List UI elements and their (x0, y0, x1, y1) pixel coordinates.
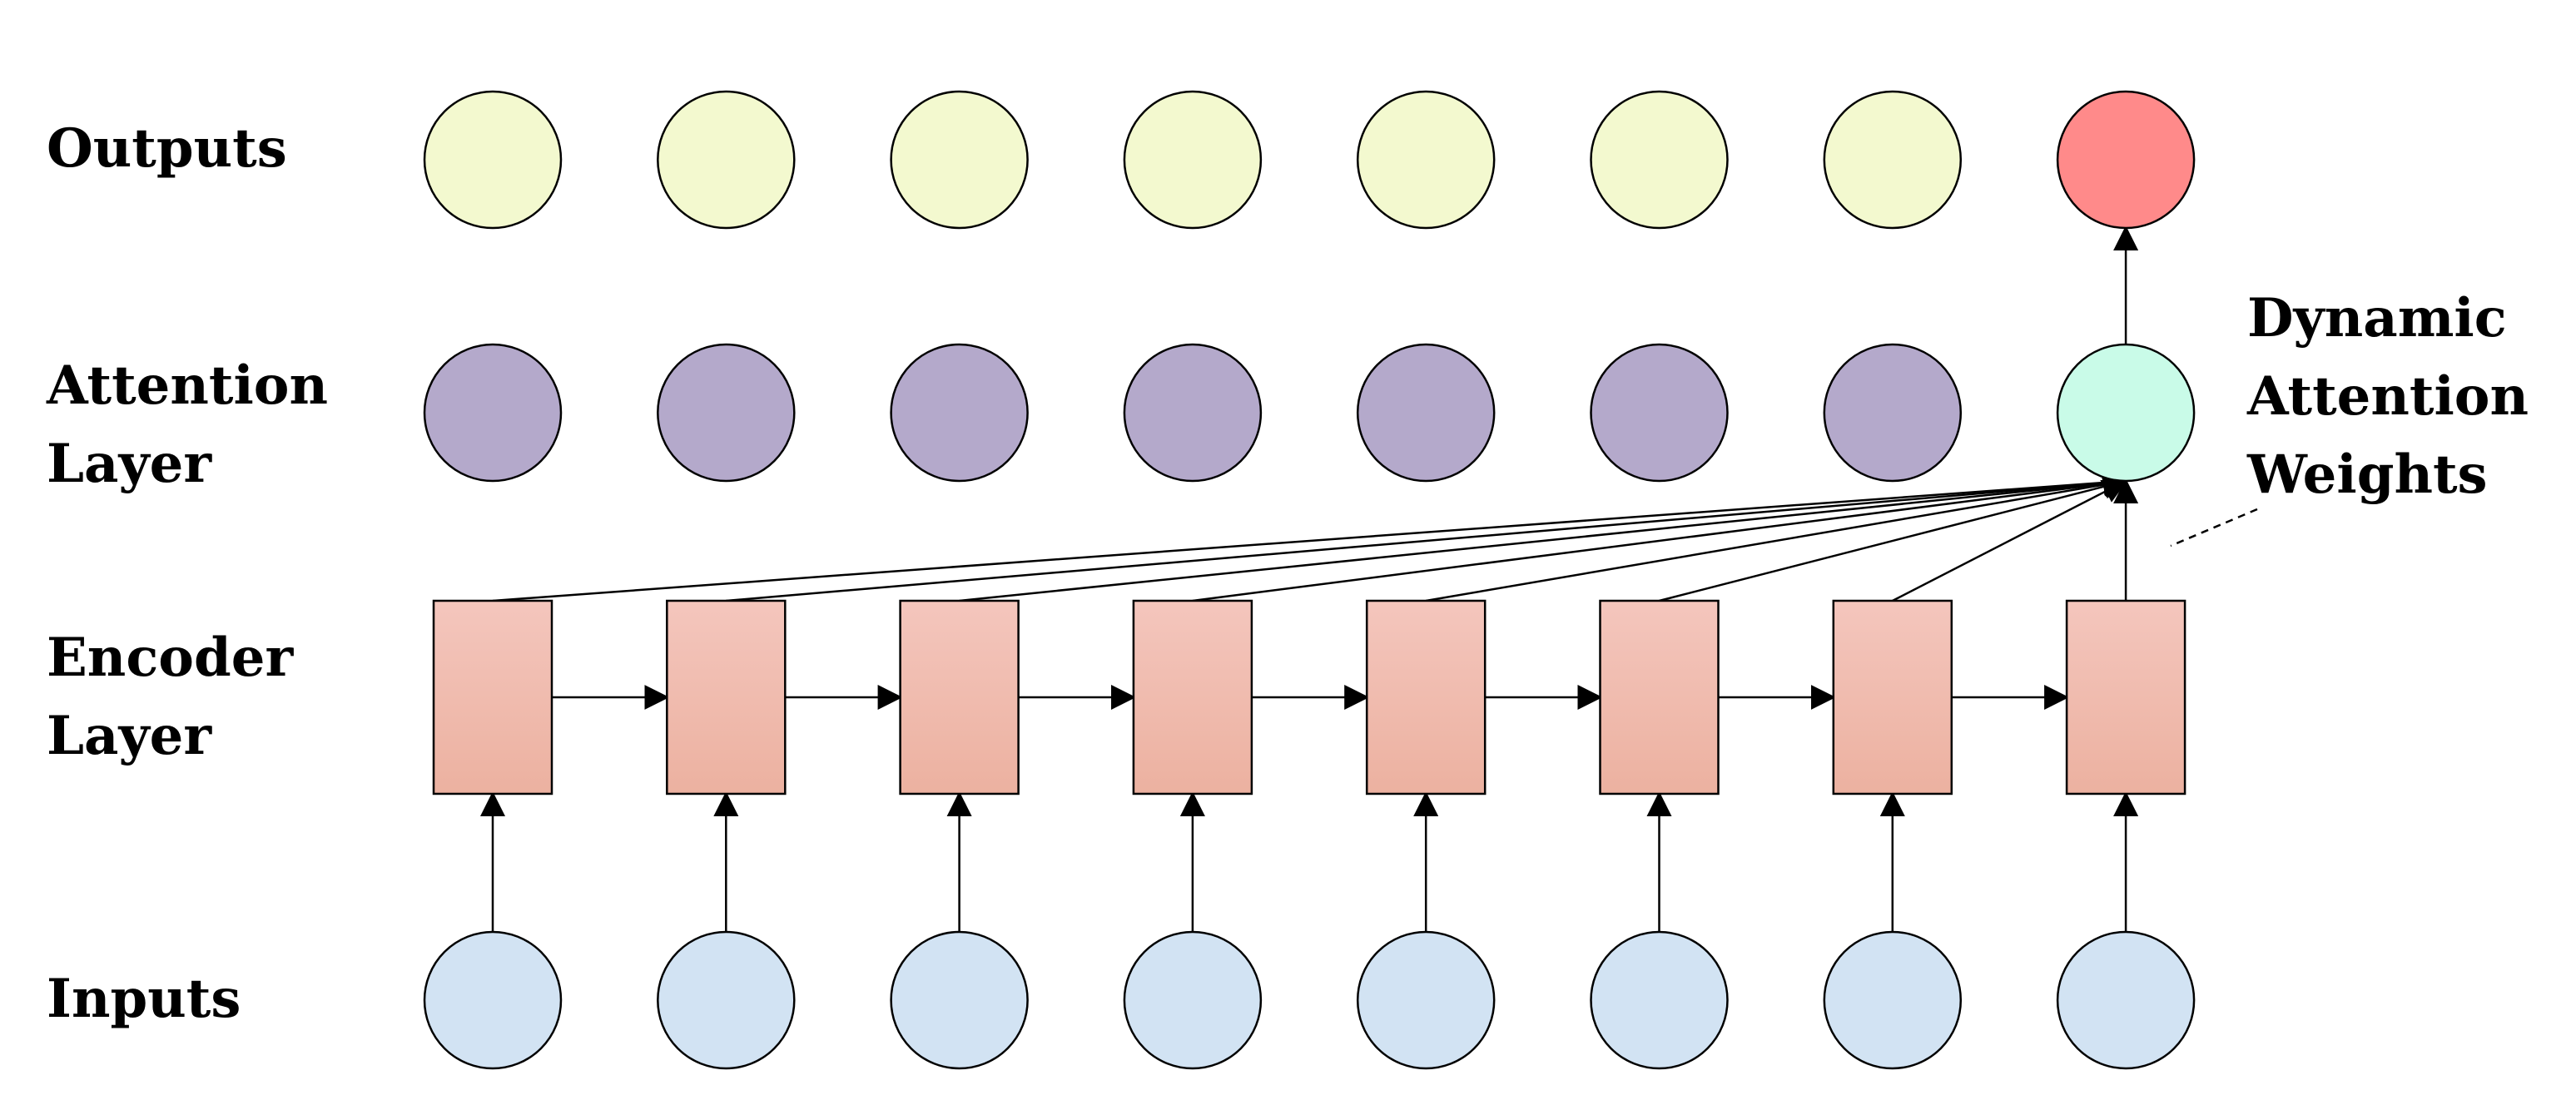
input-node-4 (1123, 930, 1263, 1070)
encoder-to-attention-arrow-7 (1892, 479, 2128, 602)
encoder-layer-label-line-2: Layer (47, 705, 212, 767)
attention-layer-label: Attention Layer (46, 354, 346, 495)
output-node-4 (1123, 90, 1263, 230)
output-node-active (2056, 90, 2196, 230)
attention-node-2 (657, 343, 796, 483)
encoder-to-attention-arrow-5 (1425, 472, 2129, 602)
attention-node-6 (1590, 343, 1729, 483)
attention-node-1 (423, 343, 563, 483)
input-node-1 (423, 930, 563, 1070)
encoder-layer-label-line-1: Encoder (47, 627, 294, 689)
attention-node-3 (890, 343, 1029, 483)
encoder-cell-6 (1599, 599, 1720, 795)
output-node-2 (657, 90, 796, 230)
encoder-cell-8 (2065, 599, 2186, 795)
input-node-5 (1356, 930, 1496, 1070)
output-node-3 (890, 90, 1029, 230)
encoder-to-attention-arrow-1 (492, 470, 2129, 602)
attention-node-active (2056, 343, 2196, 483)
attention-layer-label-line-2: Layer (47, 433, 212, 495)
dynamic-attention-weights-line-2: Attention (2246, 365, 2529, 428)
outputs-label: Outputs (47, 117, 287, 180)
output-node-1 (423, 90, 563, 230)
attention-node-4 (1123, 343, 1263, 483)
encoder-cell-7 (1832, 599, 1953, 795)
encoder-to-attention-arrow-3 (959, 470, 2129, 602)
encoder-cell-3 (899, 599, 1020, 795)
attention-layer-label-line-1: Attention (46, 354, 328, 417)
dynamic-attention-weights-line-3: Weights (2246, 443, 2488, 506)
input-node-2 (657, 930, 796, 1070)
encoder-to-attention-arrow-6 (1659, 474, 2129, 602)
encoder-cell-2 (666, 599, 787, 795)
encoder-cell-1 (432, 599, 553, 795)
attention-node-5 (1356, 343, 1496, 483)
input-node-7 (1823, 930, 1963, 1070)
edges-layer (480, 225, 2139, 932)
encoder-to-attention-arrow-4 (1192, 471, 2129, 602)
dynamic-attention-weights-label: Dynamic Attention Weights (2246, 287, 2547, 506)
encoder-cell-4 (1132, 599, 1253, 795)
annotation-leader-line (2170, 508, 2258, 548)
attention-node-7 (1823, 343, 1963, 483)
dynamic-attention-weights-line-1: Dynamic (2247, 287, 2507, 349)
inputs-label: Inputs (47, 968, 241, 1030)
encoder-to-attention-arrow-2 (726, 470, 2129, 602)
output-node-6 (1590, 90, 1729, 230)
input-node-8 (2056, 930, 2196, 1070)
encoder-layer-label: Encoder Layer (47, 627, 311, 767)
input-node-6 (1590, 930, 1729, 1070)
encoder-cell-5 (1365, 599, 1487, 795)
output-node-5 (1356, 90, 1496, 230)
output-node-7 (1823, 90, 1963, 230)
input-node-3 (890, 930, 1029, 1070)
nodes-layer (423, 90, 2196, 1070)
